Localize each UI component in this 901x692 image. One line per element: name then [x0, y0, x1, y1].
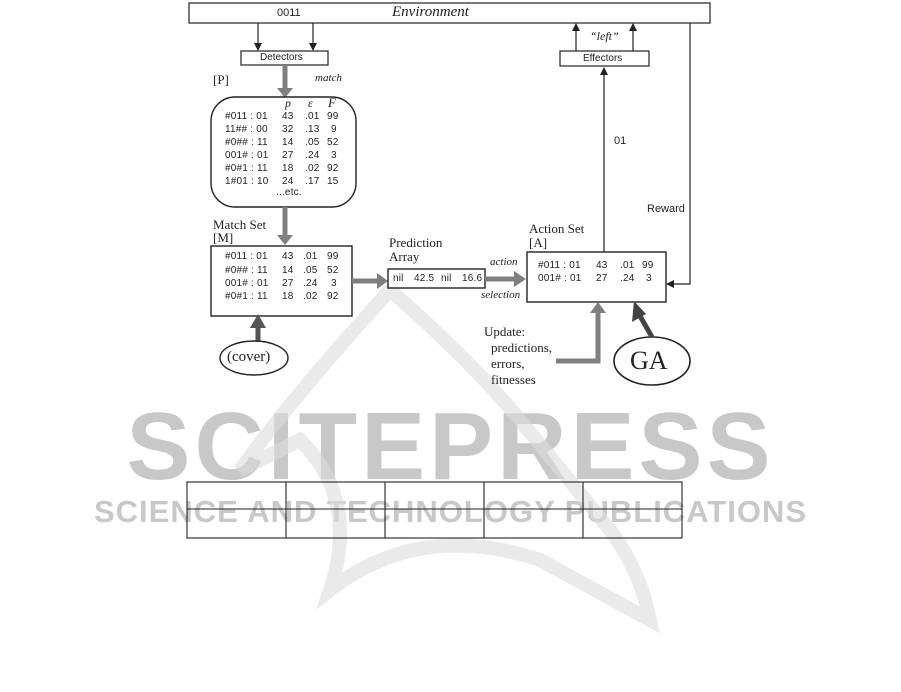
update-fitnesses: fitnesses	[491, 372, 536, 387]
pop-cell: 15	[327, 176, 339, 187]
pop-cell: 14	[282, 137, 294, 148]
as-cell: 43	[596, 260, 608, 271]
table-row: 1#01 : 10	[225, 176, 269, 187]
reward-label: Reward	[647, 203, 685, 215]
prediction-array-label: Prediction	[389, 235, 443, 250]
prediction-value: nil	[441, 273, 452, 284]
as-cell: 99	[642, 260, 654, 271]
pop-cell: .24	[305, 150, 320, 161]
pop-cell: 18	[282, 163, 294, 174]
as-cell: .24	[620, 273, 635, 284]
update-errors: errors,	[491, 356, 525, 371]
table-row: #0#1 : 11	[225, 291, 268, 302]
pop-cell: 43	[282, 111, 294, 122]
match-set-bracket: [M]	[213, 230, 234, 245]
action-label: action	[490, 256, 518, 268]
table-row: 11## : 00	[225, 124, 268, 135]
pop-cell: 24	[282, 176, 294, 187]
action-set-label: Action Set	[529, 221, 585, 236]
ms-cell: 43	[282, 251, 294, 262]
watermark-swoosh	[234, 280, 660, 634]
table-row: #011 : 01	[538, 260, 581, 271]
pop-cell: .05	[305, 137, 320, 148]
pop-cell: 52	[327, 137, 339, 148]
as-cell: 27	[596, 273, 608, 284]
ms-cell: .05	[303, 265, 318, 276]
ms-cell: 99	[327, 251, 339, 262]
update-label: Update:	[484, 324, 526, 339]
ms-cell: 14	[282, 265, 294, 276]
ms-cell: 92	[327, 291, 339, 302]
action-output: 01	[614, 135, 627, 147]
pop-cell: .02	[305, 163, 320, 174]
ms-cell: .01	[303, 251, 318, 262]
prediction-value: 16.6	[462, 273, 483, 284]
detectors-label: Detectors	[260, 52, 303, 63]
ms-cell: .02	[303, 291, 318, 302]
table-row: 001# : 01	[538, 273, 582, 284]
population-etc: ...etc.	[276, 187, 302, 198]
prediction-value: nil	[393, 273, 404, 284]
pop-cell: 3	[331, 150, 337, 161]
table-row: #0#1 : 11	[225, 163, 268, 174]
table-row: #0## : 11	[225, 137, 268, 148]
as-cell: 3	[646, 273, 652, 284]
effectors-box	[559, 50, 650, 67]
population-label: [P]	[213, 72, 229, 87]
pop-cell: 27	[282, 150, 294, 161]
as-cell: .01	[620, 260, 635, 271]
effectors-label: Effectors	[583, 53, 623, 64]
table-row: #011 : 01	[225, 111, 268, 122]
pop-cell: .01	[305, 111, 320, 122]
table-row: #011 : 01	[225, 251, 268, 262]
update-predictions: predictions,	[491, 340, 553, 355]
ms-cell: 18	[282, 291, 294, 302]
watermark-subtitle: SCIENCE AND TECHNOLOGY PUBLICATIONS	[93, 494, 808, 529]
ga-label: GA	[630, 346, 668, 375]
table-row: #0## : 11	[225, 265, 268, 276]
detectors-box	[240, 50, 329, 66]
pop-header-e: ε	[308, 96, 313, 110]
table-row: 001# : 01	[225, 278, 269, 289]
action-set-bracket: [A]	[529, 235, 548, 250]
environment-box	[188, 2, 711, 24]
cover-label: (cover)	[227, 349, 271, 365]
pop-cell: 32	[282, 124, 294, 135]
match-set-label: Match Set	[213, 217, 267, 232]
action-set-box	[526, 251, 667, 303]
pop-cell: 92	[327, 163, 339, 174]
pop-header-f: F	[328, 95, 336, 110]
ms-cell: 3	[331, 278, 337, 289]
environment-label: Environment	[392, 4, 469, 20]
ms-cell: .24	[303, 278, 318, 289]
pop-cell: 9	[331, 124, 337, 135]
ms-cell: 52	[327, 265, 339, 276]
pop-cell: .17	[305, 176, 320, 187]
prediction-array-label-2: Array	[389, 249, 420, 264]
pop-cell: 99	[327, 111, 339, 122]
cover-ellipse	[219, 340, 289, 376]
match-label: match	[315, 72, 342, 84]
ms-cell: 27	[282, 278, 294, 289]
selection-label: selection	[481, 289, 521, 301]
match-set-box	[210, 245, 353, 317]
prediction-value: 42.5	[414, 273, 435, 284]
effectors-output: “left”	[590, 29, 619, 43]
table-row: 001# : 01	[225, 150, 269, 161]
environment-input: 0011	[277, 7, 301, 19]
pop-header-p: p	[285, 96, 291, 110]
empty-table	[186, 481, 683, 539]
pop-cell: .13	[305, 124, 320, 135]
